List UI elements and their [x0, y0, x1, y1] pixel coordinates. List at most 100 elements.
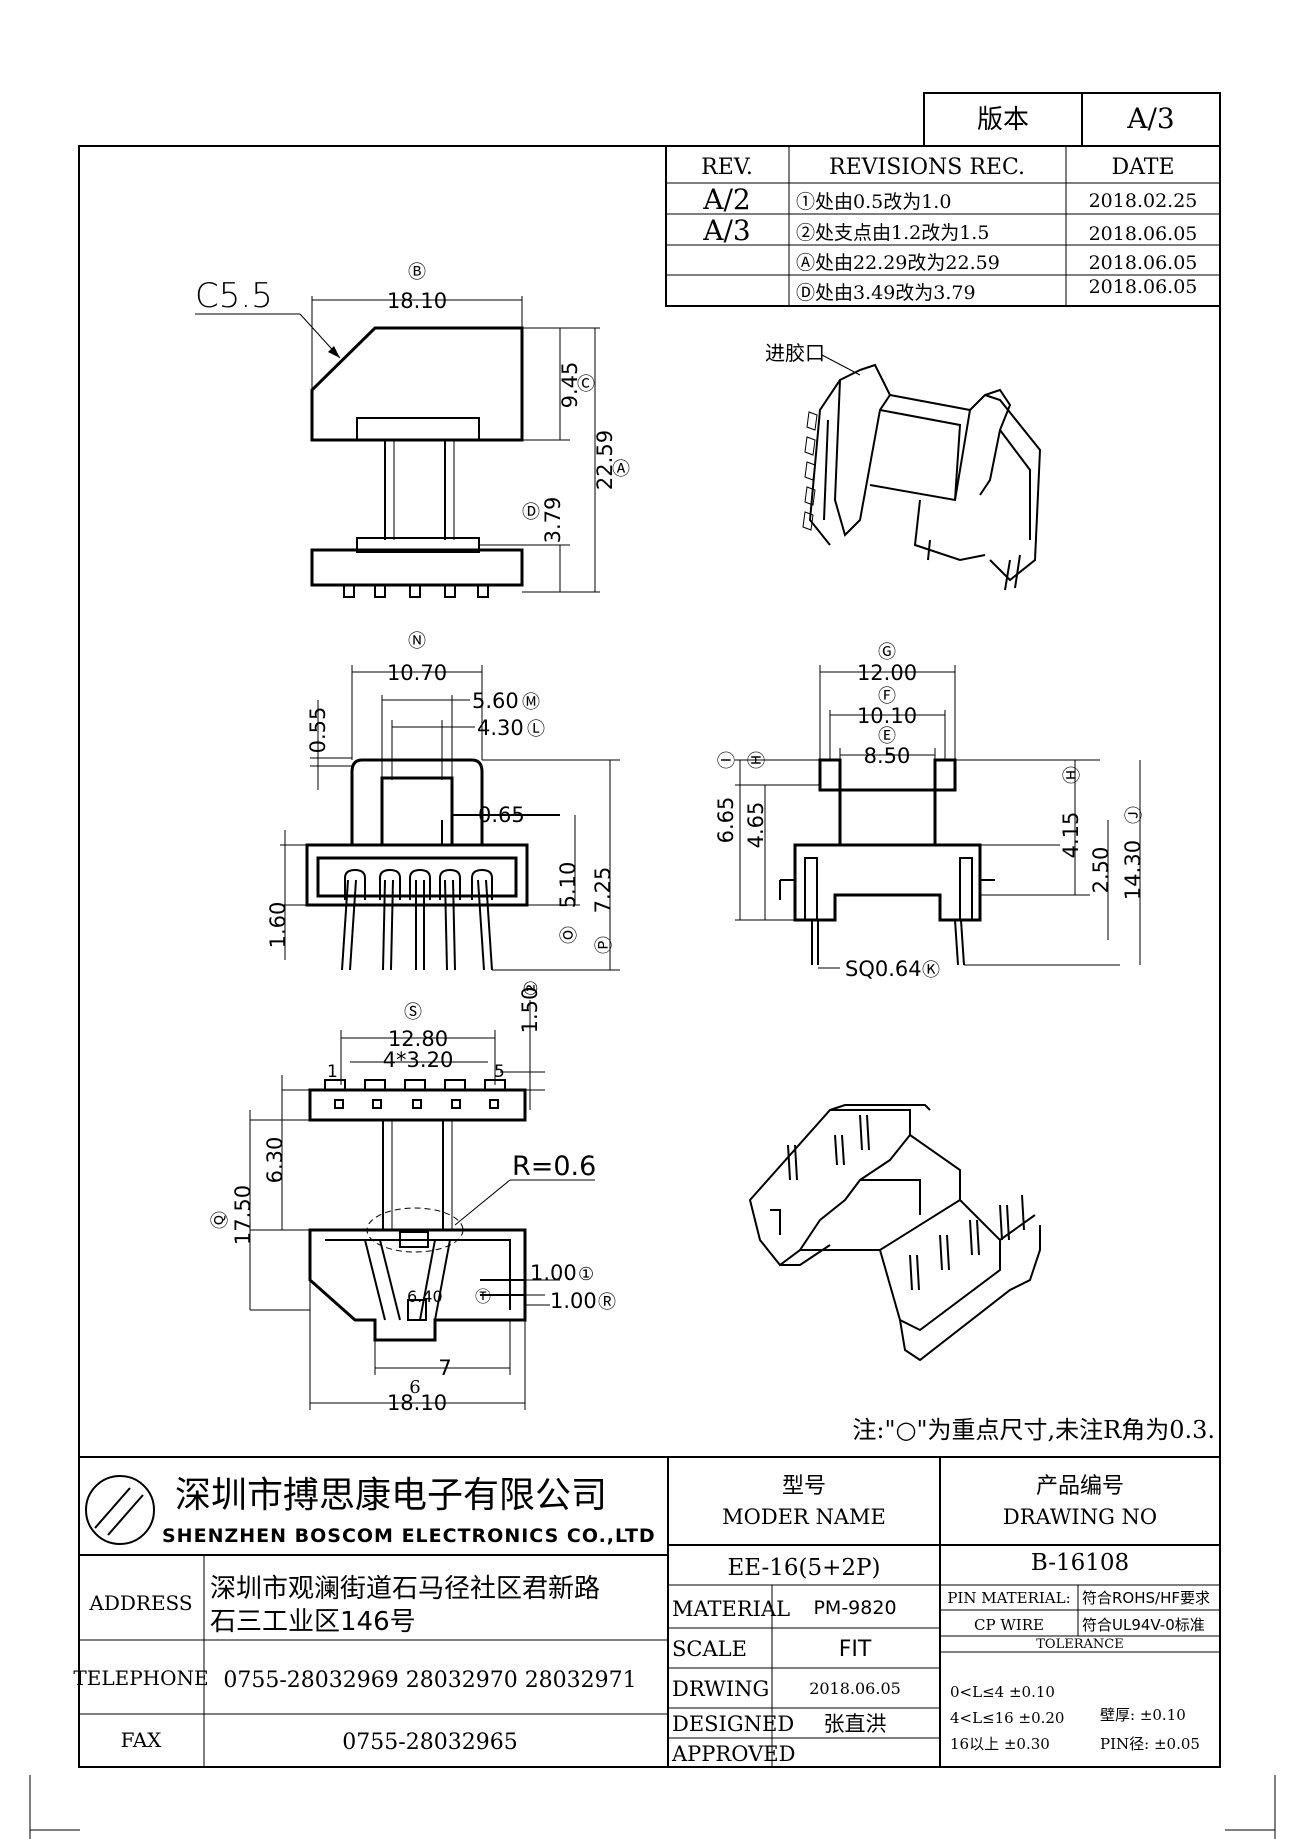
- pin-tolerance: PIN径: ±0.05: [1100, 1735, 1200, 1753]
- corner-marks: [29, 1775, 1276, 1839]
- wall-tolerance: 壁厚: ±0.10: [1100, 1706, 1186, 1724]
- dim-circle: Ⓠ: [210, 1211, 231, 1229]
- dim-value: 0.65: [478, 803, 525, 827]
- drawing-date: 2018.06.05: [809, 1679, 901, 1698]
- top-view: C5.5 Ⓑ 18.10 9.45 Ⓒ: [195, 262, 630, 598]
- dim-value: 4*3.20: [383, 1048, 454, 1072]
- company-name-en: SHENZHEN BOSCOM ELECTRONICS CO.,LTD: [162, 1525, 656, 1547]
- dim-circle: Ⓒ: [577, 374, 595, 395]
- dim-value: 4.65: [744, 802, 768, 849]
- dim-value: 4.15: [1059, 812, 1083, 859]
- dim-circle: Ⓖ: [878, 642, 896, 663]
- side-view: Ⓖ 12.00 Ⓕ 10.10 Ⓔ 8.50: [714, 642, 1145, 981]
- material-label: MATERIAL: [672, 1597, 790, 1621]
- pin-material-label: PIN MATERIAL:: [947, 1589, 1070, 1607]
- dim-circle: Ⓐ: [612, 459, 630, 480]
- bottom-view: Ⓢ 12.80 4*3.20 1.50 ② 1 5: [210, 980, 616, 1415]
- dim-circle: Ⓗ: [747, 751, 768, 769]
- rec-cell: Ⓐ处由22.29改为22.59: [796, 252, 1000, 274]
- dim-value: 1.00: [530, 1261, 577, 1285]
- chamfer-label: C5.5: [195, 276, 273, 316]
- drawing-label-en: DRAWING NO: [1003, 1505, 1157, 1529]
- rohs-text: 符合ROHS/HF要求: [1082, 1589, 1210, 1607]
- date-cell: 2018.02.25: [1089, 190, 1198, 212]
- radius-label: R=0.6: [512, 1151, 596, 1182]
- dim-value: 6.65: [714, 797, 738, 844]
- telephone-label: TELEPHONE: [73, 1666, 208, 1690]
- fax-label: FAX: [121, 1728, 163, 1752]
- iso-view-bottom: [748, 1104, 1041, 1362]
- rec-cell: Ⓓ处由3.49改为3.79: [796, 282, 976, 304]
- dim-circle: Ⓟ: [594, 936, 615, 954]
- dim-circle: Ⓡ: [598, 1292, 616, 1313]
- tolerance-line: 4<L≤16 ±0.20: [950, 1709, 1064, 1727]
- pin-number: 6.40: [407, 1287, 443, 1306]
- dim-circle: Ⓔ: [878, 726, 896, 747]
- dim-circle: ①: [578, 1264, 594, 1285]
- date-header: DATE: [1111, 155, 1174, 180]
- version-label: 版本: [977, 105, 1029, 135]
- ul-text: 符合UL94V-0标准: [1082, 1616, 1205, 1634]
- dim-value: 14.30: [1121, 840, 1145, 900]
- dim-value: 22.59: [593, 430, 617, 490]
- tolerance-line: 0<L≤4 ±0.10: [950, 1683, 1055, 1701]
- address-line1: 深圳市观澜街道石马径社区君新路: [210, 1574, 600, 1604]
- dim-value: 10.70: [387, 661, 447, 685]
- pin-material-value: CP WIRE: [974, 1616, 1044, 1634]
- dim-circle: Ⓜ: [522, 692, 540, 713]
- dim-circle: Ⓢ: [404, 1002, 422, 1023]
- rev-cell: A/2: [702, 183, 750, 216]
- pin-number: 1: [327, 1062, 338, 1082]
- dim-circle: Ⓕ: [878, 686, 896, 707]
- dim-circle: Ⓓ: [522, 502, 540, 523]
- date-cell: 2018.06.05: [1089, 276, 1198, 298]
- scale-value: FIT: [839, 1637, 872, 1662]
- drawing-number: B-16108: [1031, 1550, 1129, 1576]
- dim-value: 4.30: [477, 716, 524, 740]
- dim-value: 9.45: [558, 362, 582, 409]
- front-view: Ⓝ 10.70 5.60 Ⓜ 4.30 Ⓛ 0.55 0.65: [266, 631, 620, 971]
- dim-circle: Ⓗ: [1062, 766, 1083, 784]
- dim-circle: 6: [409, 1377, 420, 1398]
- dim-value: 12.80: [388, 1027, 448, 1051]
- dim-value: 1.60: [266, 902, 290, 949]
- dim-value: SQ0.64: [845, 957, 922, 981]
- drawing-label-cn: 产品编号: [1036, 1474, 1124, 1499]
- pin-number: 5: [494, 1062, 505, 1082]
- dim-value: 10.10: [857, 704, 917, 728]
- iso-view-top: 进胶口: [765, 341, 1042, 591]
- dim-value: 6.30: [263, 1137, 287, 1184]
- designed-value: 张直洪: [824, 1712, 887, 1736]
- company-name-cn: 深圳市搏思康电子有限公司: [175, 1475, 607, 1516]
- rev-header: REV.: [701, 155, 753, 180]
- dim-value: 18.10: [387, 289, 447, 313]
- dim-value: 7: [438, 1356, 451, 1380]
- company-logo: [85, 1475, 155, 1545]
- rec-cell: ②处支点由1.2改为1.5: [796, 222, 989, 244]
- date-cell: 2018.06.05: [1089, 223, 1198, 245]
- dim-value: 12.00: [857, 661, 917, 685]
- dim-value: 17.50: [231, 1185, 255, 1245]
- tolerance-line: 16以上 ±0.30: [950, 1735, 1050, 1753]
- version-box: 版本 A/3: [923, 92, 1221, 147]
- dim-circle: Ⓞ: [559, 926, 580, 944]
- inlet-label: 进胶口: [765, 341, 825, 365]
- telephone-value: 0755-28032969 28032970 28032971: [223, 1668, 636, 1693]
- dim-value: 3.79: [541, 497, 565, 544]
- title-block: 深圳市搏思康电子有限公司 SHENZHEN BOSCOM ELECTRONICS…: [73, 1456, 1221, 1768]
- dim-value: 1.00: [550, 1289, 597, 1313]
- note-text: 注:"○"为重点尺寸,未注R角为0.3.: [852, 1416, 1215, 1444]
- fax-value: 0755-28032965: [342, 1730, 517, 1755]
- approved-label: APPROVED: [671, 1742, 795, 1766]
- dim-circle: ②: [521, 980, 542, 996]
- dim-circle: Ⓛ: [527, 719, 545, 740]
- scale-label: SCALE: [672, 1637, 747, 1661]
- address-label: ADDRESS: [88, 1591, 192, 1615]
- dim-value: 18.10: [387, 1391, 447, 1415]
- dim-value: 5.60: [472, 689, 519, 713]
- dim-value: 8.50: [864, 744, 911, 768]
- dim-value: 5.10: [556, 862, 580, 909]
- model-label-en: MODER NAME: [722, 1505, 886, 1529]
- version-value: A/3: [1126, 102, 1174, 135]
- date-cell: 2018.06.05: [1089, 252, 1198, 274]
